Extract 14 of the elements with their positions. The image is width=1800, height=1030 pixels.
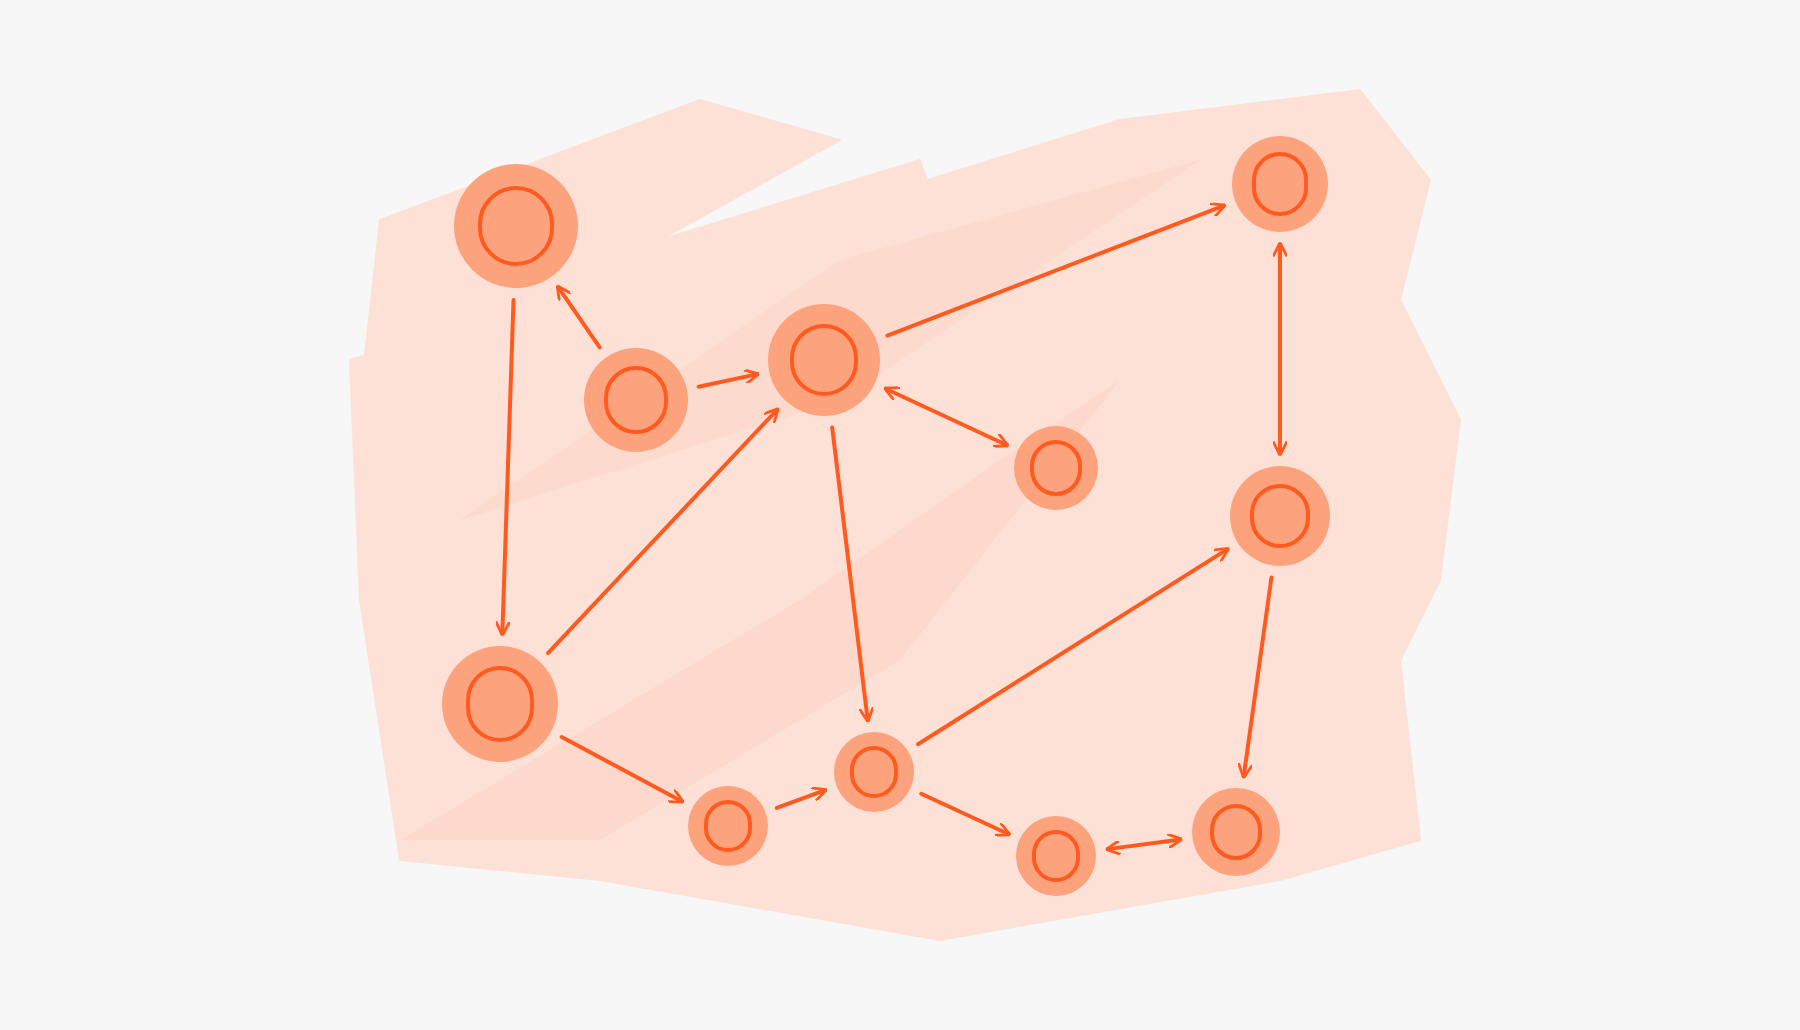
arrow xyxy=(555,284,602,350)
arrow xyxy=(830,425,875,724)
arrow xyxy=(1237,575,1274,780)
arrow xyxy=(919,791,1012,837)
arrow xyxy=(1271,241,1289,457)
arrow xyxy=(774,786,828,810)
arrow xyxy=(885,202,1227,338)
arrow xyxy=(546,407,780,656)
arrow xyxy=(494,297,516,637)
arrow xyxy=(883,386,1010,448)
arrow xyxy=(696,368,761,389)
arrow xyxy=(559,735,685,804)
arrow xyxy=(916,546,1231,747)
arrow xyxy=(1104,832,1184,856)
